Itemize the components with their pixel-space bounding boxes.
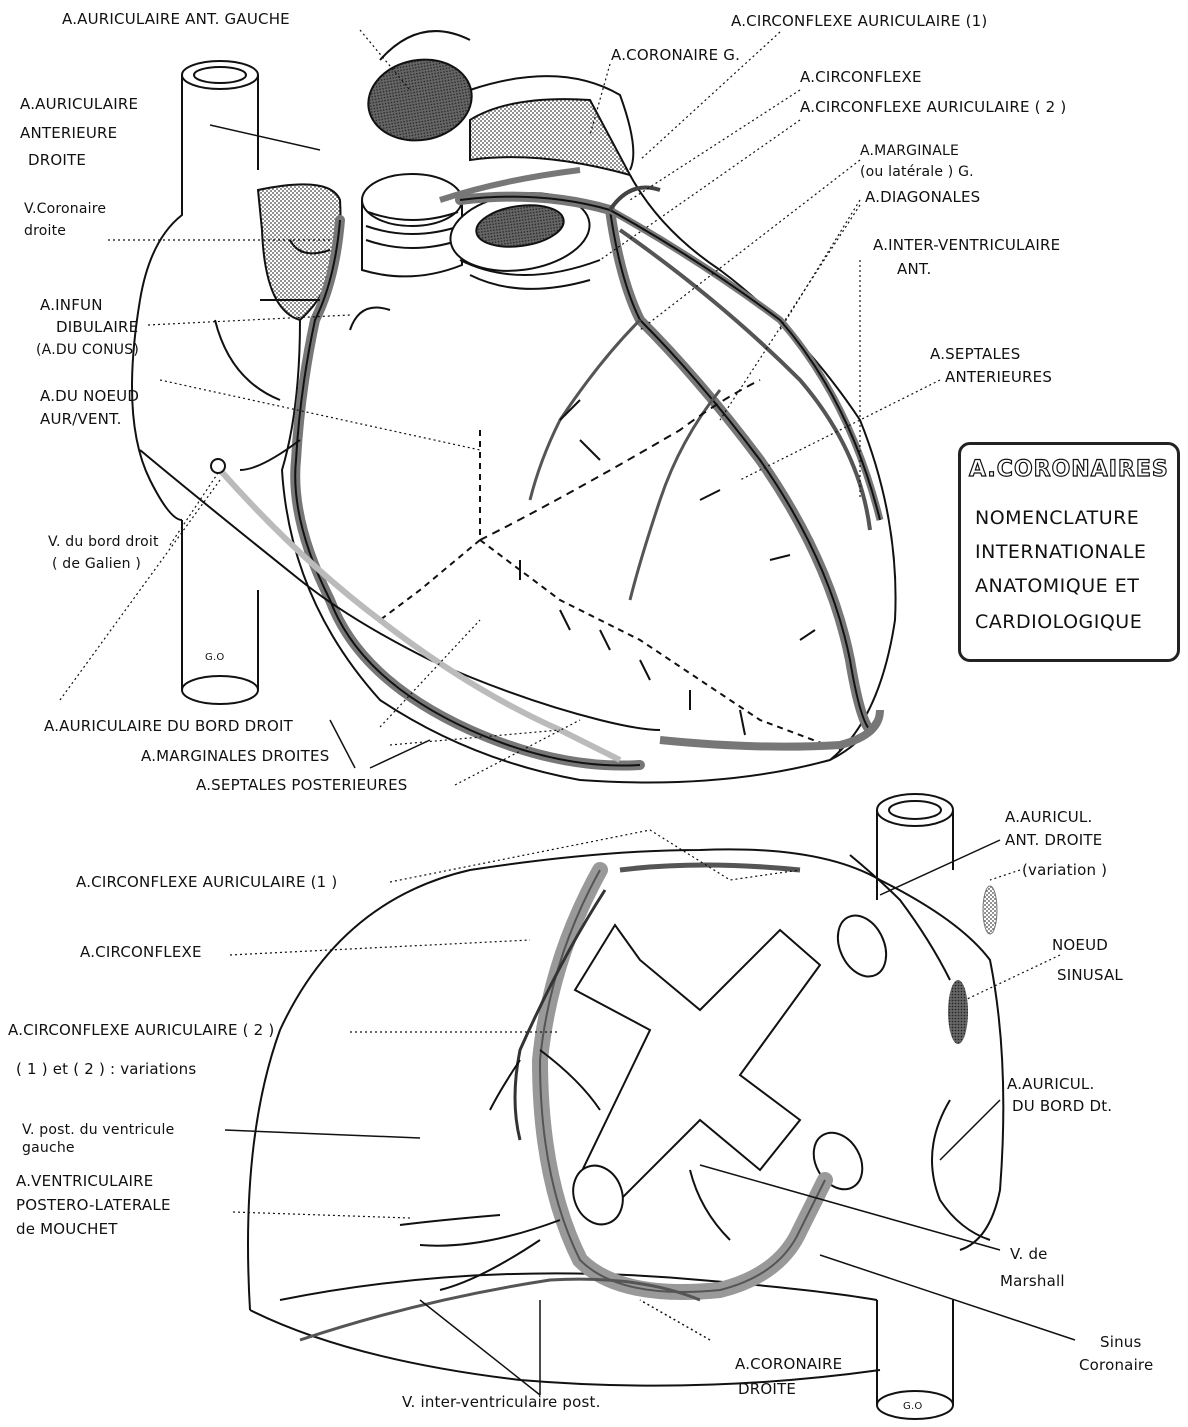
label-marginale-1: A.MARGINALE xyxy=(860,142,959,161)
label-v-post-ventricule-2: gauche xyxy=(22,1139,75,1158)
label-sinus-coronaire-2: Coronaire xyxy=(1079,1356,1153,1375)
label-aur-bord-droit: A.AURICULAIRE DU BORD DROIT xyxy=(44,717,293,736)
label-b-circ-aur-1: A.CIRCONFLEXE AURICULAIRE (1 ) xyxy=(76,873,337,892)
label-sinus-coronaire-1: Sinus xyxy=(1100,1333,1142,1352)
label-ventric-postero-3: de MOUCHET xyxy=(16,1220,118,1239)
label-coronaire-g: A.CORONAIRE G. xyxy=(611,46,740,65)
label-iva-2: ANT. xyxy=(897,260,931,279)
label-noeud-aur-vent-2: AUR/VENT. xyxy=(40,410,122,429)
label-v-bord-droit-2: ( de Galien ) xyxy=(52,555,141,574)
label-b-circ-aur-2: A.CIRCONFLEXE AURICULAIRE ( 2 ) xyxy=(8,1021,274,1040)
label-infun-2: DIBULAIRE xyxy=(56,318,138,337)
label-noeud-sinusal-1: NOEUD xyxy=(1052,936,1108,955)
label-aur-ant-droite-1: A.AURICULAIRE xyxy=(20,95,138,114)
label-v-marshall-2: Marshall xyxy=(1000,1272,1065,1291)
label-circ-aur-1: A.CIRCONFLEXE AURICULAIRE (1) xyxy=(731,12,987,31)
label-variations-note: ( 1 ) et ( 2 ) : variations xyxy=(16,1060,196,1079)
anterior-heart-view xyxy=(60,30,940,785)
label-aur-ant-gauche: A.AURICULAIRE ANT. GAUCHE xyxy=(62,10,290,29)
label-go-bottom: G.O xyxy=(903,1397,922,1416)
box-line-4: CARDIOLOGIQUE xyxy=(975,611,1142,633)
box-line-1: NOMENCLATURE xyxy=(975,507,1139,529)
label-auricul-ant-droite-1: A.AURICUL. xyxy=(1005,808,1092,827)
label-v-bord-droit-1: V. du bord droit xyxy=(48,533,159,552)
label-septales-post: A.SEPTALES POSTERIEURES xyxy=(196,776,408,795)
box-line-3: ANATOMIQUE ET xyxy=(975,575,1139,597)
label-ventric-postero-2: POSTERO-LATERALE xyxy=(16,1196,171,1215)
label-v-marshall-1: V. de xyxy=(1010,1245,1048,1264)
label-septales-ant-1: A.SEPTALES xyxy=(930,345,1020,364)
label-infun-3: (A.DU CONUS) xyxy=(36,341,139,360)
label-auricul-ant-droite-2: ANT. DROITE xyxy=(1005,831,1102,850)
label-aur-ant-droite-3: DROITE xyxy=(28,151,86,170)
label-variation: (variation ) xyxy=(1022,861,1107,880)
label-v-coronaire-droite-1: V.Coronaire xyxy=(24,200,106,219)
label-v-post-ventricule-1: V. post. du ventricule xyxy=(22,1121,174,1140)
label-aur-ant-droite-2: ANTERIEURE xyxy=(20,124,117,143)
label-coronaire-droite-2: DROITE xyxy=(738,1380,796,1399)
posterior-heart-view xyxy=(225,794,1075,1419)
label-circonflexe: A.CIRCONFLEXE xyxy=(800,68,922,87)
label-auricul-bord-dt-1: A.AURICUL. xyxy=(1007,1075,1094,1094)
label-coronaire-droite-1: A.CORONAIRE xyxy=(735,1355,842,1374)
label-auricul-bord-dt-2: DU BORD Dt. xyxy=(1012,1097,1112,1116)
label-noeud-aur-vent-1: A.DU NOEUD xyxy=(40,387,139,406)
label-septales-ant-2: ANTERIEURES xyxy=(945,368,1052,387)
label-v-inter-ventric-post: V. inter-ventriculaire post. xyxy=(402,1393,601,1412)
label-iva-1: A.INTER-VENTRICULAIRE xyxy=(873,236,1060,255)
label-noeud-sinusal-2: SINUSAL xyxy=(1057,966,1123,985)
label-infun-1: A.INFUN xyxy=(40,296,103,315)
box-title: A.CORONAIRES xyxy=(969,457,1169,482)
box-line-2: INTERNATIONALE xyxy=(975,541,1146,563)
label-circ-aur-2: A.CIRCONFLEXE AURICULAIRE ( 2 ) xyxy=(800,98,1066,117)
title-box: A.CORONAIRES NOMENCLATURE INTERNATIONALE… xyxy=(958,442,1180,662)
label-go-top: G.O xyxy=(205,648,224,667)
label-diagonales: A.DIAGONALES xyxy=(865,188,980,207)
label-b-circonflexe: A.CIRCONFLEXE xyxy=(80,943,202,962)
label-v-coronaire-droite-2: droite xyxy=(24,222,66,241)
label-ventric-postero-1: A.VENTRICULAIRE xyxy=(16,1172,153,1191)
label-marginale-2: (ou latérale ) G. xyxy=(860,163,974,182)
label-marginales-droites: A.MARGINALES DROITES xyxy=(141,747,329,766)
